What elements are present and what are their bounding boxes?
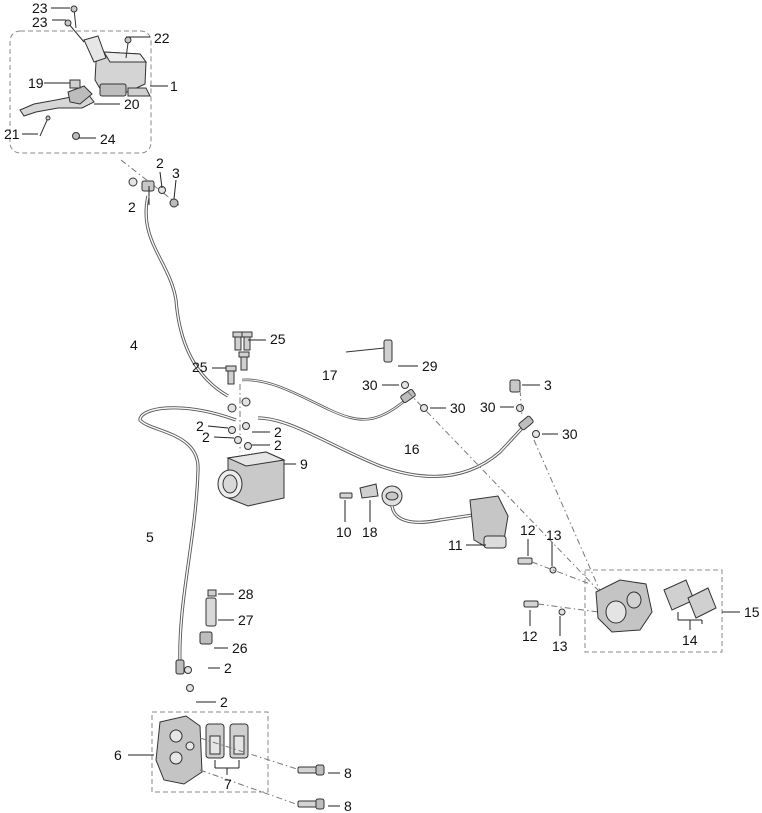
label-6: 6 — [114, 747, 122, 763]
label-29: 29 — [422, 358, 438, 374]
label-10: 10 — [336, 524, 352, 540]
part-labels: 23 23 22 1 19 20 21 24 2 3 2 4 25 25 17 … — [4, 0, 760, 813]
front-caliper — [155, 715, 203, 785]
label-25-a: 25 — [270, 331, 286, 347]
label-2-low-a: 2 — [224, 660, 232, 676]
label-30-d: 30 — [562, 426, 578, 442]
front-caliper-group — [128, 666, 340, 810]
label-23-a: 23 — [32, 0, 48, 16]
label-2-abs-a: 2 — [196, 418, 204, 434]
brake-hoses — [138, 195, 534, 675]
master-cylinder-box — [9, 30, 152, 154]
label-30-a: 30 — [362, 377, 378, 393]
label-22: 22 — [154, 30, 170, 46]
label-2-low-b: 2 — [220, 694, 228, 710]
label-2-abs-d: 2 — [274, 437, 282, 453]
label-1: 1 — [170, 78, 178, 94]
label-8-b: 8 — [344, 798, 352, 813]
label-13-b: 13 — [552, 638, 568, 654]
label-9: 9 — [300, 456, 308, 472]
label-17: 17 — [322, 367, 338, 383]
label-15: 15 — [744, 604, 760, 620]
label-4: 4 — [130, 337, 138, 353]
label-12-a: 12 — [520, 522, 536, 538]
label-28: 28 — [238, 586, 254, 602]
label-30-c: 30 — [480, 399, 496, 415]
label-18: 18 — [362, 524, 378, 540]
label-24: 24 — [100, 131, 116, 147]
label-19: 19 — [28, 75, 44, 91]
label-12-b: 12 — [522, 628, 538, 644]
label-25-b: 25 — [192, 359, 208, 375]
label-26: 26 — [232, 640, 248, 656]
label-7: 7 — [224, 776, 232, 792]
rear-fittings-group — [345, 339, 605, 601]
label-23-b: 23 — [32, 14, 48, 30]
label-2-top-b: 2 — [128, 199, 136, 215]
label-2-top-a: 2 — [156, 155, 164, 171]
label-11: 11 — [448, 537, 463, 553]
pressure-switch-group — [199, 589, 234, 649]
label-27: 27 — [238, 612, 254, 628]
rear-caliper-group — [517, 539, 740, 653]
abs-modulator-group — [207, 331, 296, 507]
label-13-a: 13 — [546, 527, 562, 543]
label-20: 20 — [124, 96, 140, 112]
label-21: 21 — [4, 126, 20, 142]
front-caliper-box — [151, 711, 269, 793]
label-2-abs-b: 2 — [202, 429, 210, 445]
label-3-right: 3 — [544, 377, 552, 393]
label-2-abs-c: 2 — [274, 424, 282, 440]
rear-caliper-box — [584, 569, 723, 653]
label-14: 14 — [682, 632, 698, 648]
upper-banjo-fitting — [120, 159, 181, 208]
label-5: 5 — [146, 529, 154, 545]
label-8-a: 8 — [344, 765, 352, 781]
label-30-b: 30 — [450, 400, 466, 416]
label-16: 16 — [404, 441, 420, 457]
label-3-top: 3 — [172, 165, 180, 181]
master-cylinder-group — [9, 5, 168, 154]
rear-master-cylinder-group — [339, 483, 509, 549]
